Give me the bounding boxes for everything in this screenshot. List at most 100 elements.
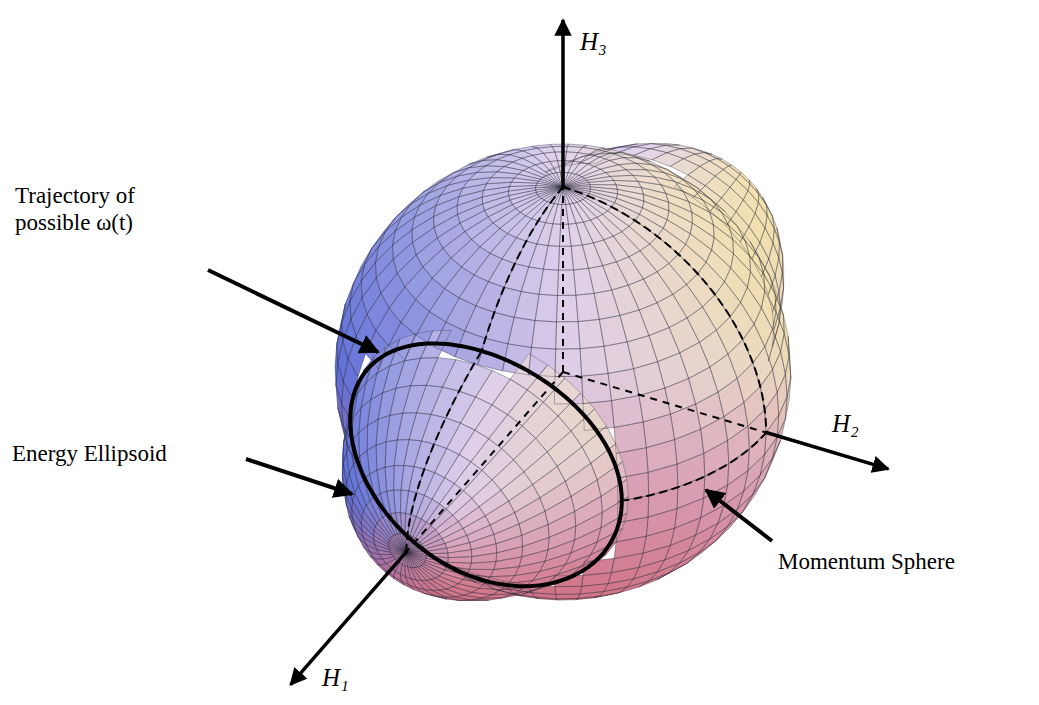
mesh-line (640, 208, 668, 229)
mesh-line (718, 378, 744, 416)
mesh-face (385, 466, 394, 492)
mesh-line (355, 486, 367, 511)
mesh-line (376, 308, 401, 345)
mesh-line (766, 205, 774, 229)
mesh-line (376, 442, 386, 470)
mesh-line (400, 574, 408, 585)
mesh-line (548, 511, 576, 537)
mesh-line (583, 198, 608, 215)
mesh-line (389, 287, 416, 322)
mesh-line (582, 573, 612, 587)
mesh-line (533, 565, 566, 581)
mesh-line (413, 519, 427, 538)
mesh-line (729, 225, 750, 256)
mesh-face (559, 246, 574, 270)
mesh-line (406, 552, 425, 563)
mesh-line (589, 180, 617, 184)
mesh-line (417, 588, 435, 596)
mesh-line (657, 228, 685, 254)
mesh-line (619, 163, 647, 170)
mesh-line (482, 191, 509, 204)
mesh-line (777, 374, 787, 415)
mesh-line (578, 592, 604, 599)
mesh-line (484, 182, 512, 190)
mesh-line (515, 561, 545, 575)
mesh-face (539, 269, 558, 295)
mesh-line (575, 496, 603, 526)
mesh-line (385, 204, 411, 231)
mesh-line (615, 198, 643, 214)
mesh-face (576, 293, 599, 321)
mesh-line (669, 552, 699, 572)
mesh-line (643, 414, 674, 448)
mesh-line (410, 517, 421, 537)
mesh-line (536, 183, 563, 187)
mesh-line (710, 354, 737, 392)
mesh-line (342, 283, 354, 322)
mesh-line (612, 396, 644, 428)
mesh-line (350, 281, 362, 319)
mesh-line (416, 580, 432, 590)
mesh-line (422, 534, 443, 547)
surface-arc (625, 433, 766, 501)
mesh-line (572, 162, 588, 174)
mesh-line (377, 564, 387, 572)
mesh-line (563, 182, 590, 187)
mesh-line (629, 251, 657, 279)
mesh-line (458, 507, 485, 529)
mesh-line (383, 361, 405, 393)
mesh-line (426, 358, 456, 387)
mesh-line (755, 203, 767, 228)
mesh-line (446, 298, 476, 331)
mesh-line (545, 496, 575, 524)
mesh-line (639, 545, 671, 567)
mesh-line (558, 393, 595, 431)
mesh-line (448, 173, 477, 186)
mesh-line (669, 318, 699, 353)
mesh-line (403, 385, 427, 413)
mesh-line (721, 212, 745, 241)
mesh-line (689, 523, 718, 550)
mesh-line (496, 535, 523, 553)
mesh-line (519, 550, 548, 567)
mesh-line (470, 534, 496, 549)
mesh-line (469, 160, 497, 168)
mesh-line (434, 214, 460, 238)
mesh-face (558, 270, 576, 296)
mesh-line (667, 149, 695, 159)
mesh-line (509, 485, 540, 513)
mesh-line (655, 177, 684, 191)
mesh-line (555, 349, 582, 377)
mesh-line (594, 290, 620, 319)
mesh-line (561, 204, 569, 224)
mesh-line (663, 220, 690, 245)
overlay-lines (291, 20, 889, 685)
mesh-line (496, 546, 523, 561)
mesh-line (488, 205, 516, 223)
mesh-line (775, 258, 782, 292)
mesh-line (353, 493, 364, 517)
mesh-line (465, 217, 493, 240)
mesh-line (649, 328, 680, 362)
mesh-line (510, 151, 533, 158)
axis-label: H₁ (322, 664, 349, 691)
mesh-line (731, 254, 751, 288)
leader-arrow (706, 490, 772, 541)
mesh-line (749, 180, 759, 194)
mesh-line (781, 333, 790, 374)
mesh-line (728, 449, 750, 485)
mesh-line (538, 203, 554, 223)
hidden-axis (406, 372, 563, 552)
mesh-line (500, 212, 526, 233)
mesh-line (580, 346, 608, 376)
mesh-line (586, 196, 612, 211)
mesh-line (355, 528, 367, 545)
mesh-line (570, 203, 584, 223)
mesh-line (577, 201, 597, 220)
mesh-line (472, 480, 501, 507)
callout-label: Energy Ellipsoid (12, 440, 167, 467)
mesh-face (555, 586, 582, 594)
mesh-face (376, 442, 386, 470)
mesh-line (401, 466, 414, 491)
mesh-face (580, 346, 608, 376)
